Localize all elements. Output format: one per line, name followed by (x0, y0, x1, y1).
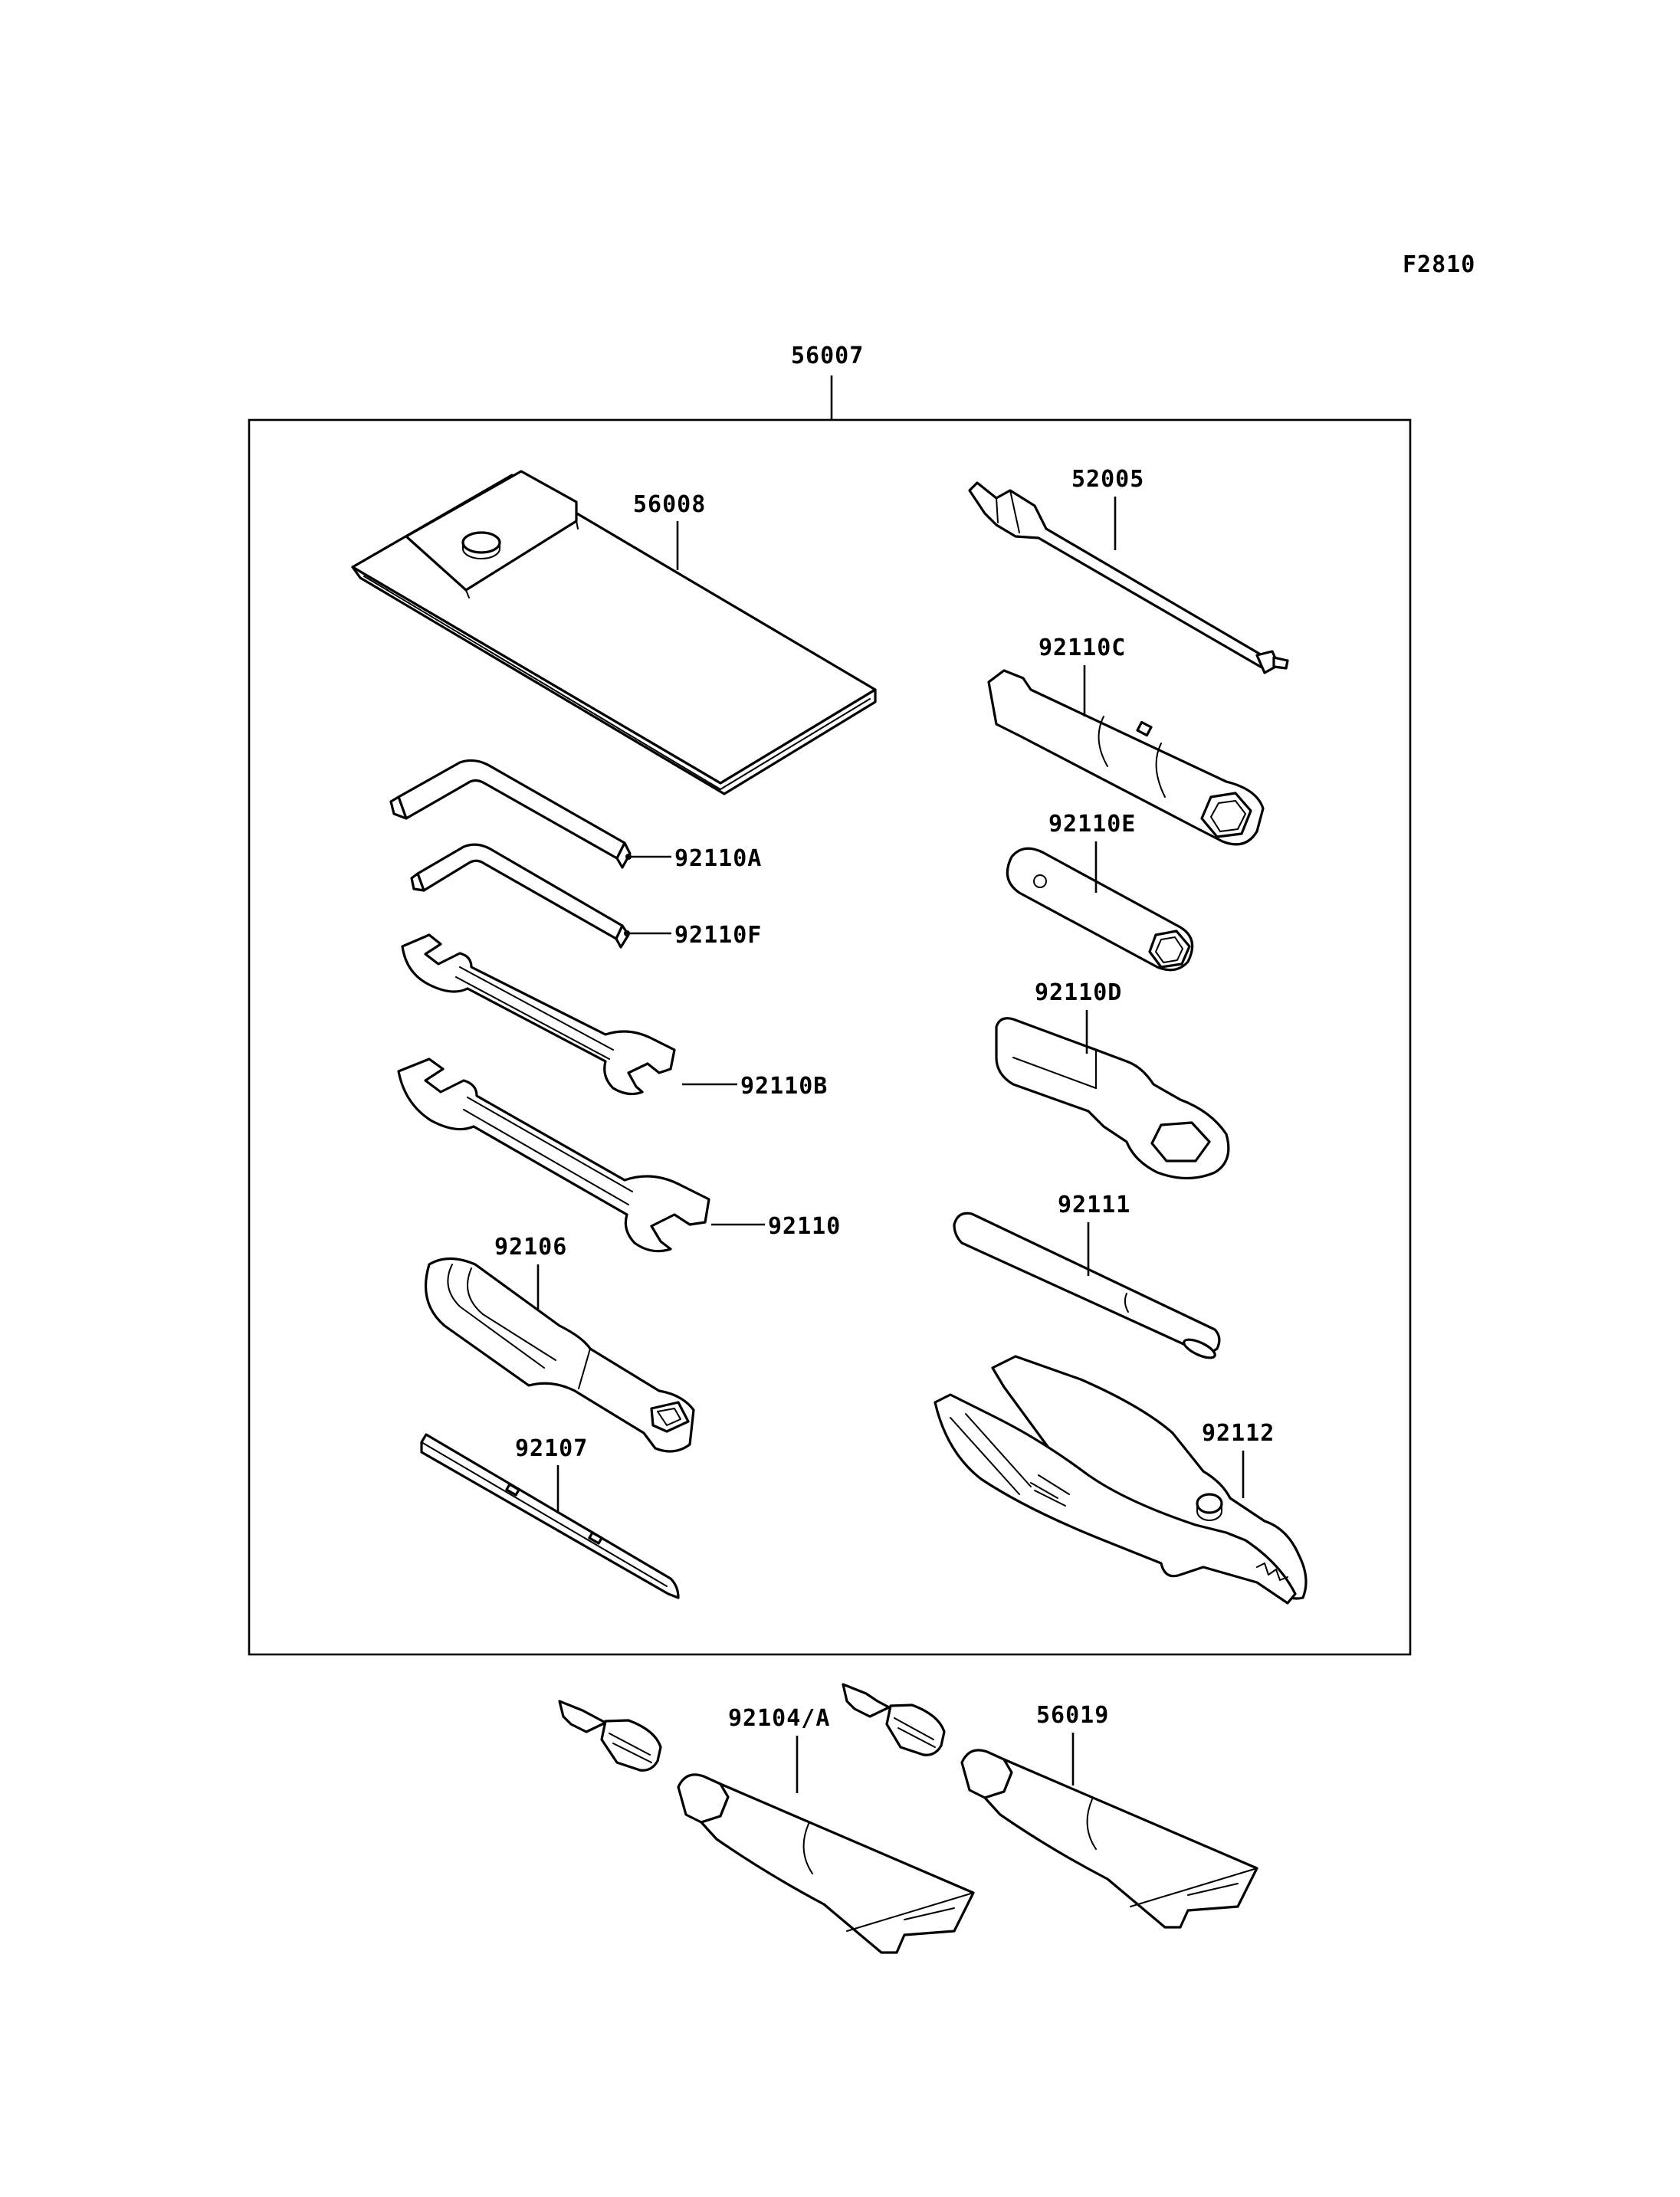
allen-wrench-small-icon (410, 843, 630, 949)
tool-bag-label: 56008 (633, 491, 706, 518)
box-socket-icon (1006, 847, 1194, 972)
ring-wrench-icon (995, 1017, 1230, 1180)
open-end-wrench-large-icon (397, 1058, 710, 1253)
allen-wrench-large-icon (389, 759, 632, 869)
kit-label: 56007 (791, 343, 864, 369)
grease-tube-left-icon (558, 1700, 975, 1954)
screwdriver-handle-icon (424, 1257, 695, 1453)
socket-wrench-label: 92110C (1039, 635, 1126, 661)
allen-wrench-large-label: 92110A (674, 845, 762, 872)
screwdriver-bit-label: 92107 (515, 1435, 588, 1462)
grease-tube-right-label: 56019 (1036, 1702, 1109, 1729)
spark-plug-extension-label: 52005 (1071, 466, 1144, 493)
tommy-bar-label: 92111 (1058, 1192, 1130, 1218)
pliers-label: 92112 (1202, 1420, 1275, 1447)
socket-wrench-icon (987, 669, 1265, 846)
tommy-bar-icon (953, 1212, 1221, 1359)
box-socket-label: 92110E (1048, 811, 1136, 838)
screwdriver-handle-label: 92106 (494, 1234, 567, 1261)
figure-code: F2810 (1403, 251, 1475, 278)
ring-wrench-label: 92110D (1035, 979, 1122, 1006)
grease-tube-left-label: 92104/A (728, 1705, 830, 1732)
open-end-wrench-small-icon (401, 933, 676, 1096)
pliers-icon (934, 1355, 1308, 1605)
allen-wrench-small-label: 92110F (674, 922, 762, 949)
kit-frame (248, 418, 1412, 1656)
open-end-wrench-small-label: 92110B (740, 1073, 828, 1100)
tool-bag-icon (351, 470, 877, 795)
spark-plug-extension-icon (968, 481, 1289, 674)
grease-tube-right-icon (842, 1683, 1258, 1929)
screwdriver-bit-icon (420, 1433, 680, 1599)
open-end-wrench-large-label: 92110 (768, 1213, 841, 1240)
